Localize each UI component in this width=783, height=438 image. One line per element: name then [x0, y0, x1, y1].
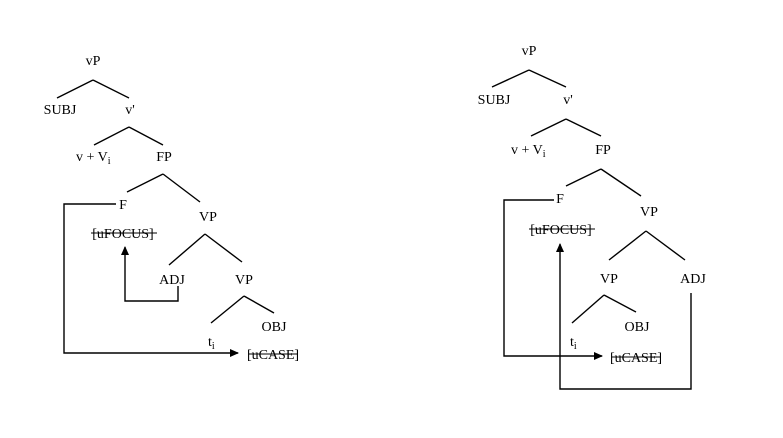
left-label-vVi-sub: i [108, 156, 111, 167]
left-branch-vbar-vVi [93, 126, 130, 146]
right-label-vp-lower: VP [600, 272, 618, 287]
right-label-trace-sub: i [574, 341, 577, 352]
left-label-subj: SUBJ [44, 103, 77, 118]
right-label-feature-focus: [uFOCUS] [530, 223, 591, 238]
right-label-feature-case: [uCASE] [610, 351, 662, 366]
left-branch-fp-f [126, 173, 164, 193]
left-branch-vP-subj [56, 79, 94, 99]
right-label-trace: ti [570, 335, 577, 352]
left-label-feature-focus: [uFOCUS] [92, 227, 153, 242]
right-branch-vP-vbar [528, 69, 567, 88]
left-label-fp: FP [156, 150, 172, 165]
right-label-trace-main: t [570, 335, 574, 350]
right-label-f: F [556, 192, 564, 207]
left-branch-vP-vbar [92, 79, 130, 99]
left-branch-vp-vplower [204, 233, 243, 263]
left-tree: vP SUBJ v' v + Vi FP F VP [uFOCUS] ADJ V… [44, 54, 299, 363]
right-label-vP: vP [522, 44, 537, 59]
right-branch-vplower-trace [571, 294, 605, 324]
right-branch-vp-vplower [608, 230, 647, 261]
left-branch-vplower-trace [210, 295, 245, 324]
right-arrow-adj-to-focus [556, 243, 692, 390]
left-label-vP: vP [86, 54, 101, 69]
right-label-vbar: v' [563, 93, 573, 108]
right-label-vVi-sub: i [543, 149, 546, 160]
left-label-trace-sub: i [212, 341, 215, 352]
left-branch-vbar-fp [128, 126, 164, 146]
left-branch-vp-adj [168, 233, 206, 266]
right-label-subj: SUBJ [478, 93, 511, 108]
right-label-vVi: v + Vi [511, 143, 546, 160]
left-label-trace-main: t [208, 335, 212, 350]
left-label-f: F [119, 198, 127, 213]
left-arrow-adj-to-focus [121, 246, 179, 302]
right-label-fp: FP [595, 143, 611, 158]
right-tree: vP SUBJ v' v + Vi FP F VP [uFOCUS] VP AD… [478, 44, 706, 390]
left-label-vp-lower: VP [235, 273, 253, 288]
left-label-vbar: v' [125, 103, 135, 118]
right-label-adj: ADJ [680, 272, 706, 287]
right-arrow-f-to-case [503, 199, 603, 360]
right-branch-vP-subj [491, 69, 530, 88]
right-branch-fp-vp [600, 168, 642, 197]
left-label-vVi-main: v + V [76, 150, 108, 165]
right-branch-vbar-fp [565, 118, 602, 137]
right-label-vp-upper: VP [640, 205, 658, 220]
left-branch-vplower-obj [243, 295, 275, 314]
right-branch-fp-f [565, 168, 602, 187]
left-arrow-f-to-case [63, 203, 239, 357]
left-label-vp-upper: VP [199, 210, 217, 225]
right-branch-vbar-vVi [530, 118, 567, 137]
right-branch-vp-adj [645, 230, 686, 261]
left-label-trace: ti [208, 335, 215, 352]
left-label-feature-case: [uCASE] [247, 348, 299, 363]
left-label-obj: OBJ [262, 320, 287, 335]
right-label-vVi-main: v + V [511, 143, 543, 158]
left-branch-fp-vp [162, 173, 201, 203]
left-label-vVi: v + Vi [76, 150, 111, 167]
left-label-adj: ADJ [159, 273, 185, 288]
right-label-obj: OBJ [625, 320, 650, 335]
right-branch-vplower-obj [603, 294, 637, 313]
